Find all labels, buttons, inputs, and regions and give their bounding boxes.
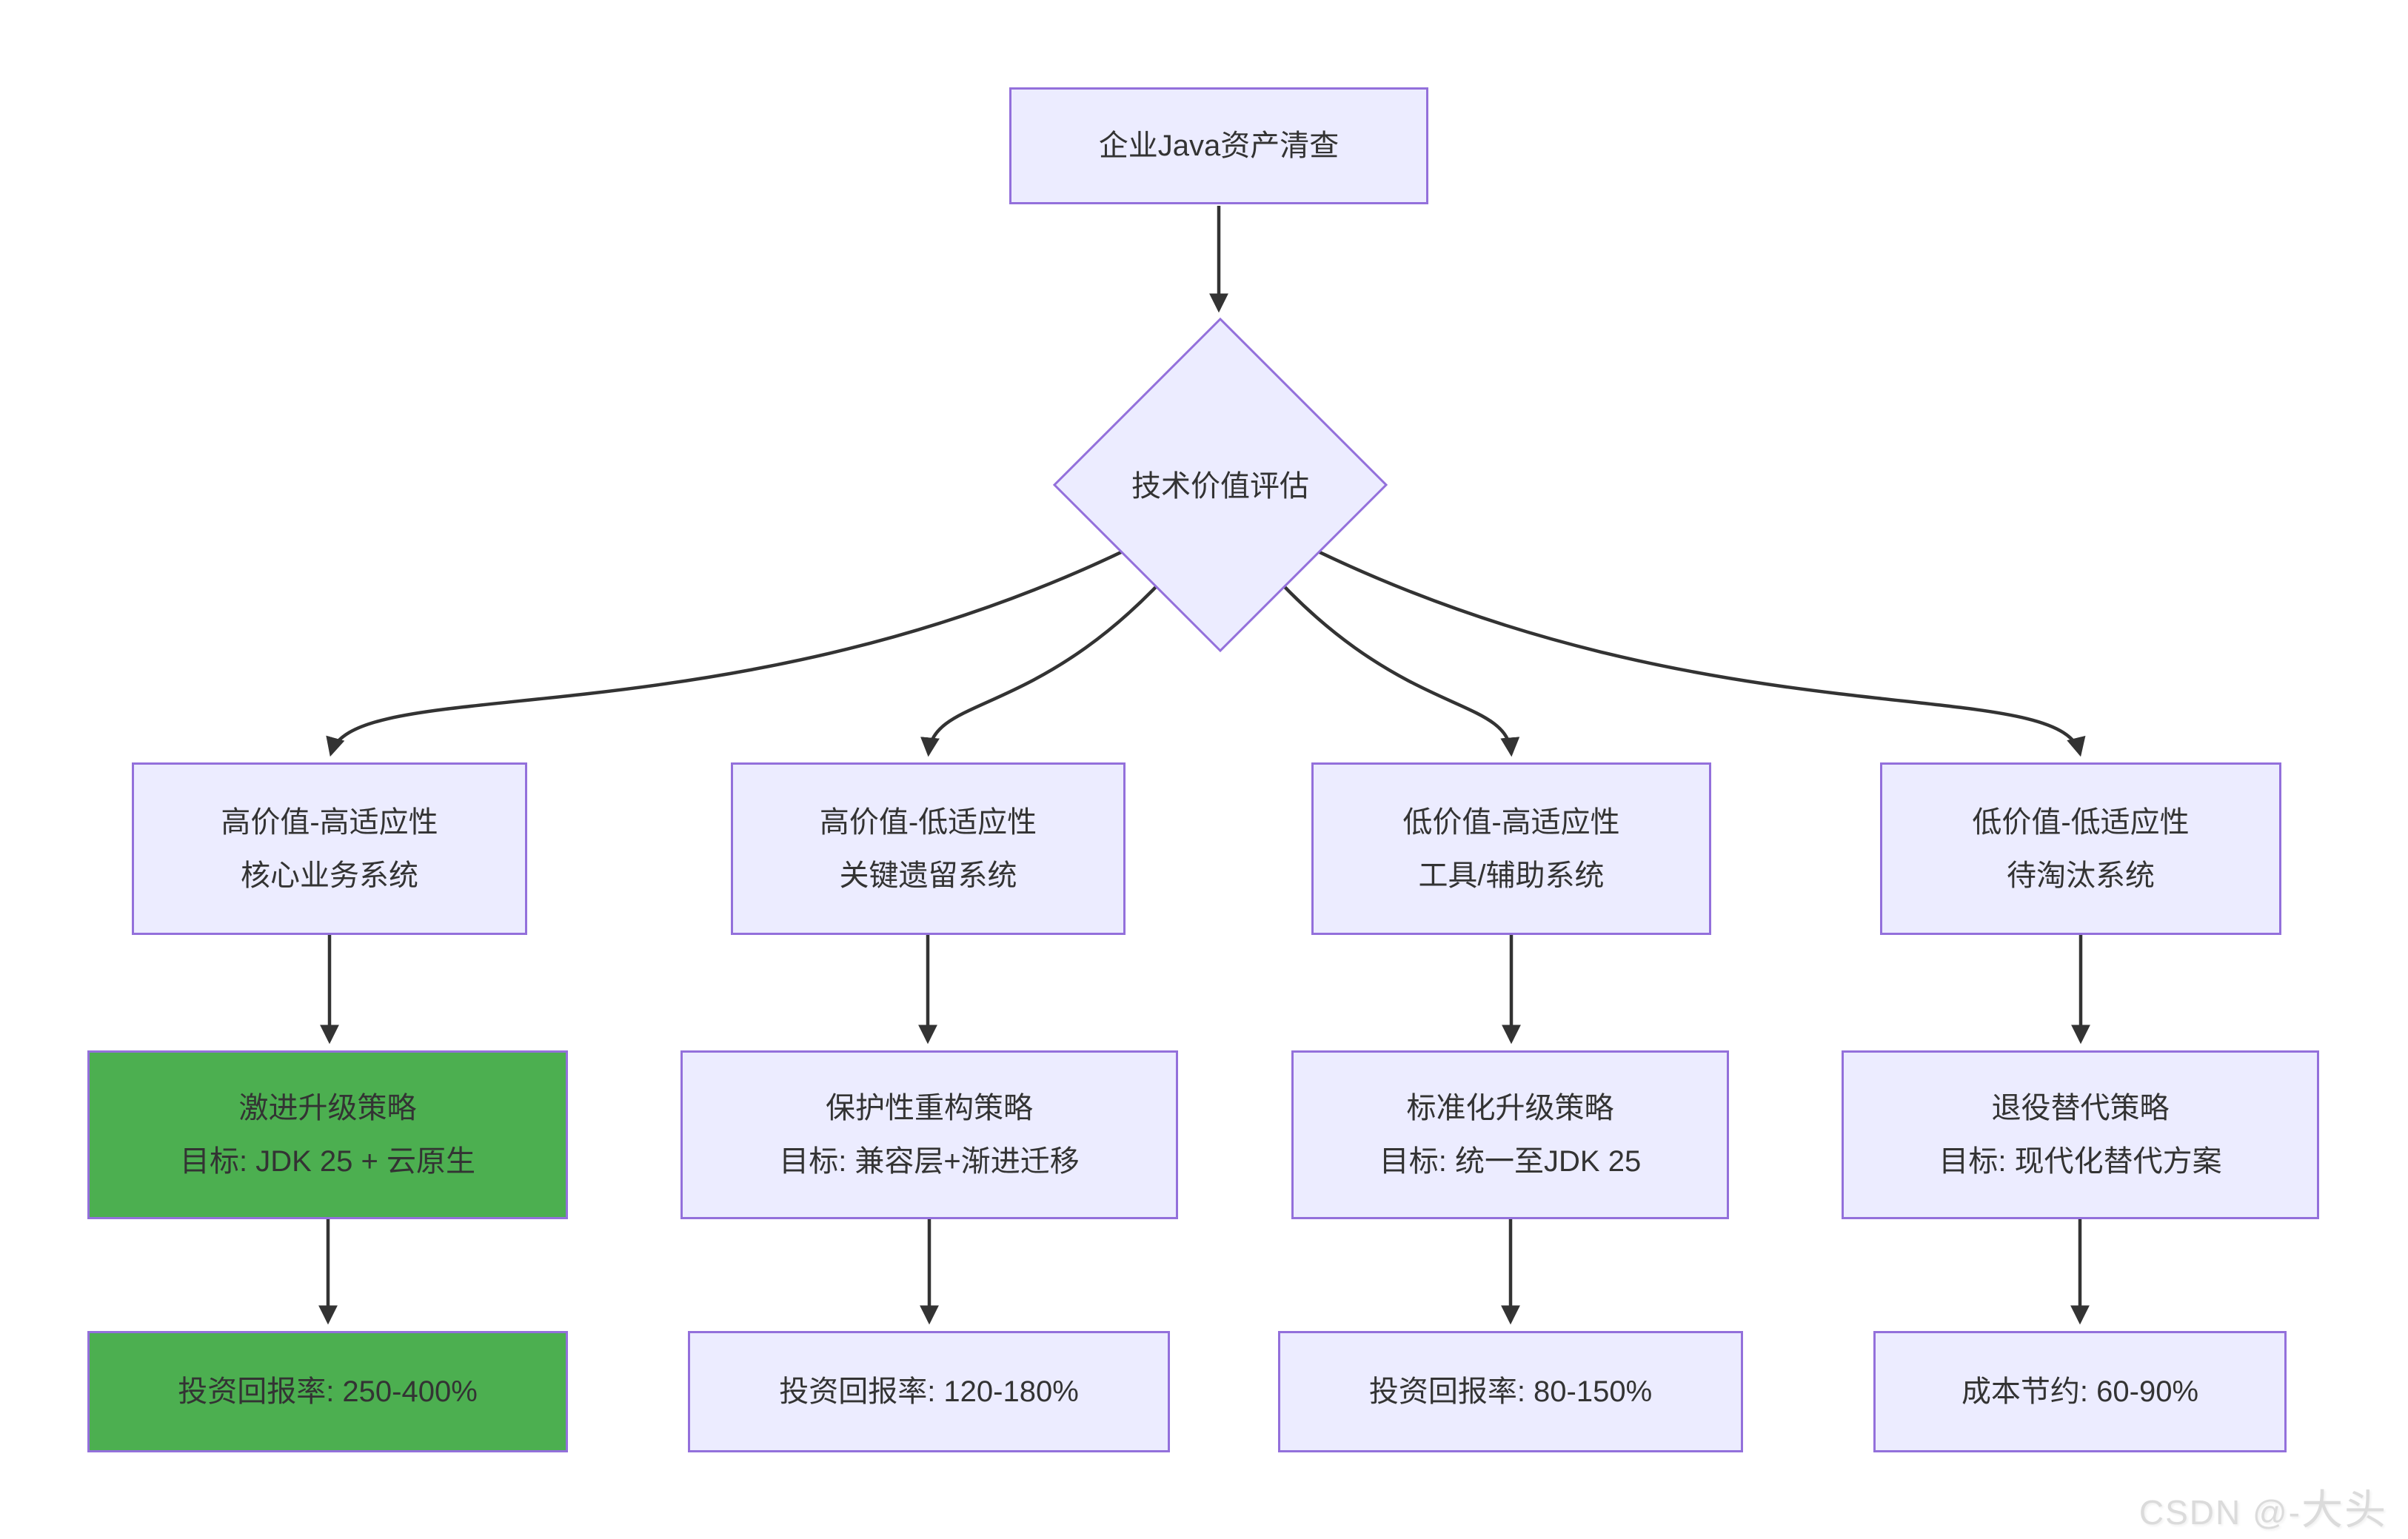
outcome-1-label: 投资回报率: 250-400% (178, 1375, 478, 1408)
node-strategy-3: 标准化升级策略 目标: 统一至JDK 25 (1291, 1050, 1729, 1219)
category-2-line1: 高价值-低适应性 (819, 805, 1037, 839)
category-2-line2: 关键遗留系统 (839, 859, 1017, 892)
node-root: 企业Java资产清查 (1009, 87, 1428, 204)
strategy-3-line2: 目标: 统一至JDK 25 (1379, 1145, 1642, 1178)
outcome-4-label: 成本节约: 60-90% (1961, 1375, 2199, 1408)
watermark-prefix: CSDN @- (2138, 1493, 2301, 1532)
strategy-4-line1: 退役替代策略 (1991, 1092, 2170, 1124)
edge-decision-to-branch-2 (920, 517, 1216, 757)
node-decision-label: 技术价值评估 (1072, 457, 1368, 516)
node-outcome-4: 成本节约: 60-90% (1873, 1331, 2287, 1452)
node-strategy-2: 保护性重构策略 目标: 兼容层+渐进迁移 (680, 1050, 1178, 1219)
node-category-4: 低价值-低适应性 待淘汰系统 (1880, 762, 2281, 935)
edge-decision-to-branch-4 (1225, 502, 2086, 757)
node-outcome-2: 投资回报率: 120-180% (688, 1331, 1170, 1452)
node-root-label: 企业Java资产清查 (1098, 130, 1340, 162)
csdn-watermark: CSDN @-大头 (2139, 1477, 2387, 1537)
strategy-4-line2: 目标: 现代化替代方案 (1939, 1145, 2222, 1178)
node-strategy-1: 激进升级策略 目标: JDK 25 + 云原生 (87, 1050, 568, 1219)
decision-diamond-shape (1052, 317, 1388, 653)
category-1-line2: 核心业务系统 (241, 859, 418, 892)
strategy-1-line2: 目标: JDK 25 + 云原生 (180, 1145, 475, 1178)
node-strategy-4: 退役替代策略 目标: 现代化替代方案 (1842, 1050, 2319, 1219)
outcome-3-label: 投资回报率: 80-150% (1368, 1375, 1653, 1408)
node-outcome-1: 投资回报率: 250-400% (87, 1331, 568, 1452)
edge-decision-to-branch-3 (1225, 517, 1520, 757)
outcome-2-label: 投资回报率: 120-180% (779, 1375, 1079, 1408)
decision-label-text: 技术价值评估 (1131, 470, 1309, 503)
strategy-2-line1: 保护性重构策略 (826, 1092, 1033, 1124)
edge-decision-to-branch-1 (326, 502, 1216, 757)
strategy-1-line1: 激进升级策略 (238, 1092, 417, 1124)
category-4-line1: 低价值-低适应性 (1972, 805, 2190, 839)
category-1-line1: 高价值-高适应性 (221, 805, 438, 839)
category-3-line2: 工具/辅助系统 (1418, 859, 1605, 892)
node-category-2: 高价值-低适应性 关键遗留系统 (731, 762, 1126, 935)
category-3-line1: 低价值-高适应性 (1402, 805, 1620, 839)
node-category-1: 高价值-高适应性 核心业务系统 (132, 762, 527, 935)
watermark-name: 大头 (2301, 1486, 2387, 1533)
node-outcome-3: 投资回报率: 80-150% (1278, 1331, 1743, 1452)
category-4-line2: 待淘汰系统 (2007, 859, 2155, 892)
strategy-2-line2: 目标: 兼容层+渐进迁移 (779, 1145, 1080, 1178)
node-category-3: 低价值-高适应性 工具/辅助系统 (1311, 762, 1711, 935)
strategy-3-line1: 标准化升级策略 (1406, 1092, 1614, 1124)
